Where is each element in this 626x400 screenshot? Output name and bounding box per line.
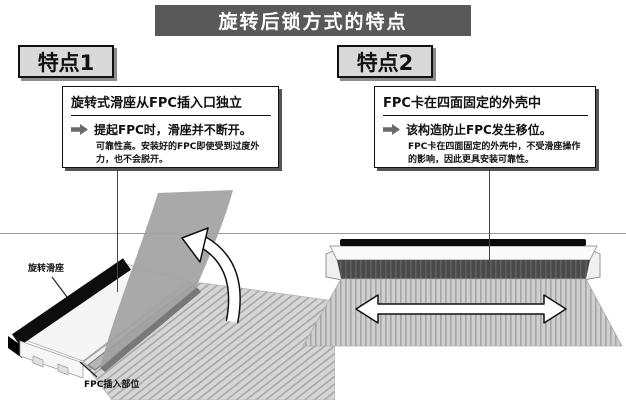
connector-foot <box>32 355 44 368</box>
feature2-box: FPC卡在四面固定的外壳中 该构造防止FPC发生移位。 FPC卡在四面固定的外壳… <box>374 86 596 168</box>
housing-top-face <box>329 245 598 261</box>
right-arrow-icon <box>71 124 88 135</box>
double-headed-arrow-icon <box>355 294 567 324</box>
ribbon-fold-edge <box>100 288 201 372</box>
feature1-pointer-line <box>117 168 118 292</box>
rotating-slider-label: 旋转滑座 <box>28 264 65 274</box>
feature1-detail: 可靠性高。安装好的FPC即使受到过度外力，也不会脱开。 <box>96 142 260 165</box>
feature1-header: 旋转式滑座从FPC插入口独立 <box>71 96 242 111</box>
feature2-header: FPC卡在四面固定的外壳中 <box>383 96 541 111</box>
insert-label-leader <box>79 361 98 378</box>
feature1-point: 提起FPC时，滑座并不断开。 <box>94 123 252 137</box>
fpc-insert-label: FPC插入部位 <box>84 380 140 390</box>
feature2-pointer-line <box>489 168 490 268</box>
curved-rotation-arrow-band <box>200 237 240 323</box>
left-connector-diagram <box>8 190 335 400</box>
connector-foot <box>57 363 69 376</box>
curved-rotation-arrow-head <box>181 227 209 263</box>
divider <box>383 115 588 116</box>
slider-label-leader <box>51 276 68 298</box>
page-title: 旋转后锁方式的特点 <box>155 5 471 36</box>
rotating-slider-bar <box>12 258 131 346</box>
right-arrow-icon <box>383 124 400 135</box>
feature2-detail: FPC卡在四面固定的外壳中，不受滑座操作的影响，因此更具安装可靠性。 <box>408 142 581 165</box>
housing-lock-bar <box>340 239 586 246</box>
slider-end-face <box>8 336 22 358</box>
feature1-tag: 特点1 <box>18 45 114 78</box>
feature1-box: 旋转式滑座从FPC插入口独立 提起FPC时，滑座并不断开。 可靠性高。安装好的F… <box>62 86 279 168</box>
divider <box>71 115 271 116</box>
right-connector-diagram <box>302 239 623 347</box>
fpc-inside-housing <box>337 260 590 279</box>
baseline-rule <box>0 233 626 234</box>
feature2-point: 该构造防止FPC发生移位。 <box>406 123 552 137</box>
feature2-tag: 特点2 <box>337 45 433 78</box>
